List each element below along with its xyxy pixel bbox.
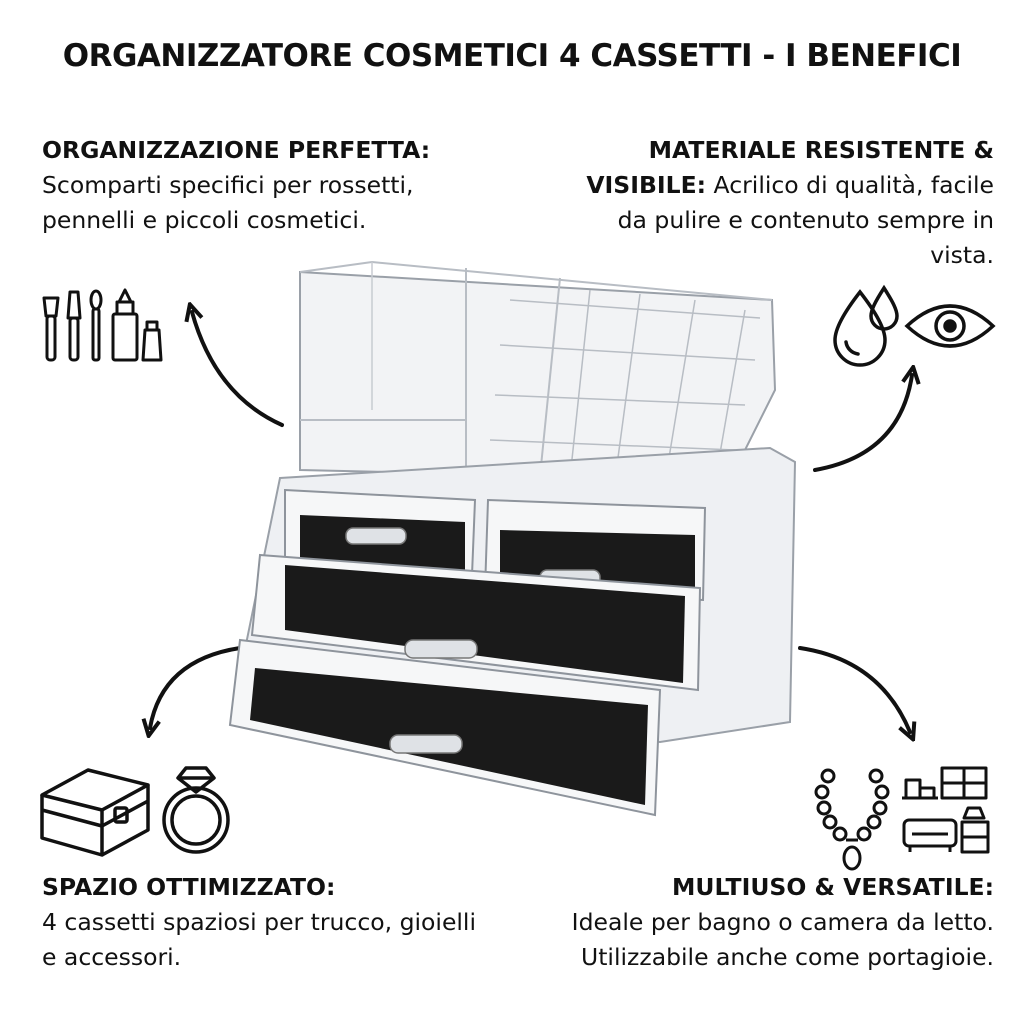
arrow-bottom-left bbox=[150, 646, 242, 728]
water-drops-icon bbox=[833, 284, 899, 367]
furniture-icon bbox=[902, 766, 990, 854]
jewelry-box-icon bbox=[40, 768, 150, 857]
eye-icon bbox=[904, 304, 996, 348]
top-organizer-tray bbox=[299, 261, 777, 483]
benefit-heading: SPAZIO OTTIMIZZATO: bbox=[42, 873, 336, 901]
drawer-knob bbox=[389, 734, 463, 754]
arrow-top-right bbox=[813, 375, 912, 472]
drawer-bottom bbox=[228, 638, 662, 817]
benefit-text: 4 cassetti spaziosi per trucco, gioielli… bbox=[42, 908, 476, 971]
benefit-text-line: Ideale per bagno o camera da letto. bbox=[571, 908, 994, 936]
benefit-text: Acrilico di qualità, facile da pulire e … bbox=[617, 171, 994, 269]
arrow-top-left bbox=[192, 312, 284, 427]
makeup-tools-icon bbox=[42, 288, 163, 362]
drawer-top-left bbox=[284, 488, 477, 577]
arrow-bottom-right bbox=[798, 646, 910, 732]
necklace-icon bbox=[814, 768, 890, 871]
drawer-cabinet bbox=[228, 446, 797, 817]
page-title: ORGANIZZATORE COSMETICI 4 CASSETTI - I B… bbox=[62, 38, 962, 74]
diamond-ring-icon bbox=[162, 766, 230, 854]
drawer-middle bbox=[250, 553, 702, 692]
benefit-heading: MATERIALE RESISTENTE & VISIBILE: bbox=[586, 136, 994, 199]
benefit-text-line: Utilizzabile anche come portagioie. bbox=[581, 943, 994, 971]
benefit-heading: MULTIUSO & VERSATILE: bbox=[672, 873, 994, 901]
benefit-text: Scomparti specifici per rossetti, pennel… bbox=[42, 171, 414, 234]
benefit-heading: ORGANIZZAZIONE PERFETTA: bbox=[42, 136, 431, 164]
product-image bbox=[228, 261, 797, 817]
benefit-material: MATERIALE RESISTENTE & VISIBILE: Acrilic… bbox=[574, 133, 994, 273]
benefit-space: SPAZIO OTTIMIZZATO: 4 cassetti spaziosi … bbox=[42, 870, 482, 975]
benefit-organization: ORGANIZZAZIONE PERFETTA: Scomparti speci… bbox=[42, 133, 462, 238]
drawer-knob bbox=[404, 639, 478, 659]
benefit-versatile: MULTIUSO & VERSATILE: Ideale per bagno o… bbox=[524, 870, 994, 975]
drawer-knob bbox=[345, 527, 407, 545]
